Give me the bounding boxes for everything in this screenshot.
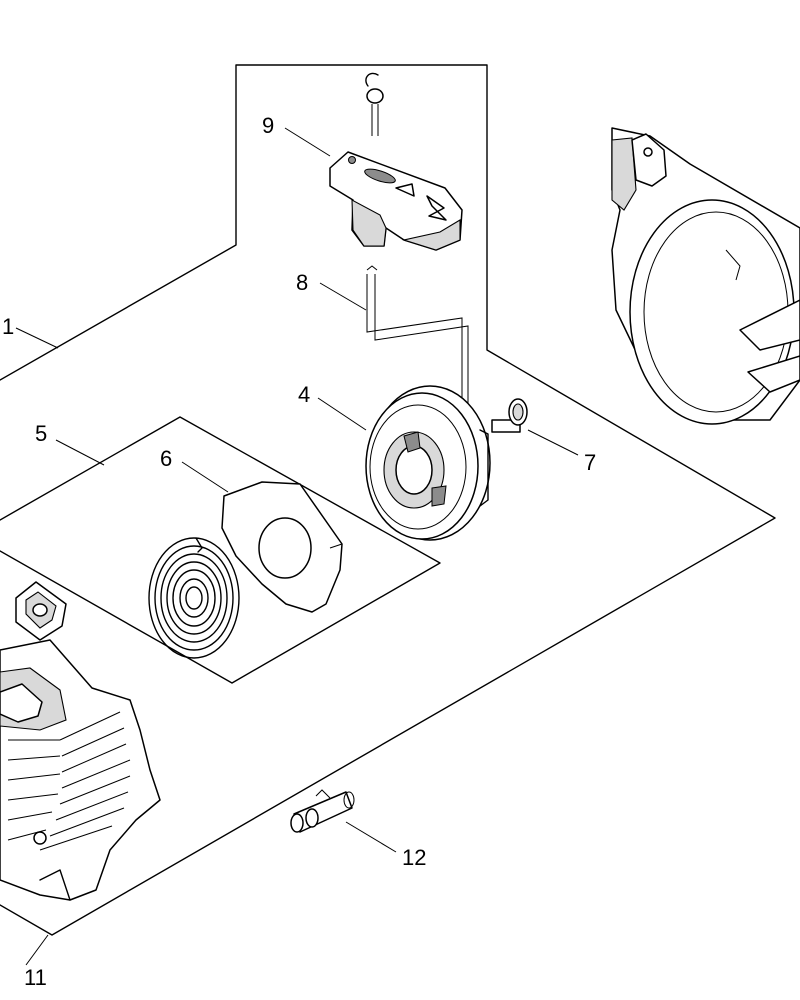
callout-6: 6 xyxy=(160,446,172,471)
starter-housing xyxy=(0,639,161,901)
callout-7: 7 xyxy=(584,450,596,475)
callout-4: 4 xyxy=(298,382,310,407)
starter-rope xyxy=(366,265,469,440)
callout-12: 12 xyxy=(402,845,426,870)
starter-handle xyxy=(329,72,463,251)
screw xyxy=(491,398,528,433)
callout-8: 8 xyxy=(296,270,308,295)
callout-labels: 1 4 5 6 7 8 9 11 12 xyxy=(2,113,596,990)
pin xyxy=(290,789,355,833)
callout-1: 1 xyxy=(2,314,14,339)
spring-case xyxy=(221,481,343,613)
starter-pulley xyxy=(365,385,491,541)
fan-shroud xyxy=(611,127,800,425)
assembly-1-outline xyxy=(0,64,776,936)
recoil-spring xyxy=(148,537,240,659)
callout-9: 9 xyxy=(262,113,274,138)
assembly-5-outline xyxy=(0,416,441,684)
leader-lines xyxy=(15,127,579,966)
callout-11: 11 xyxy=(24,965,47,990)
callout-5: 5 xyxy=(35,421,47,446)
grommet xyxy=(15,581,67,641)
